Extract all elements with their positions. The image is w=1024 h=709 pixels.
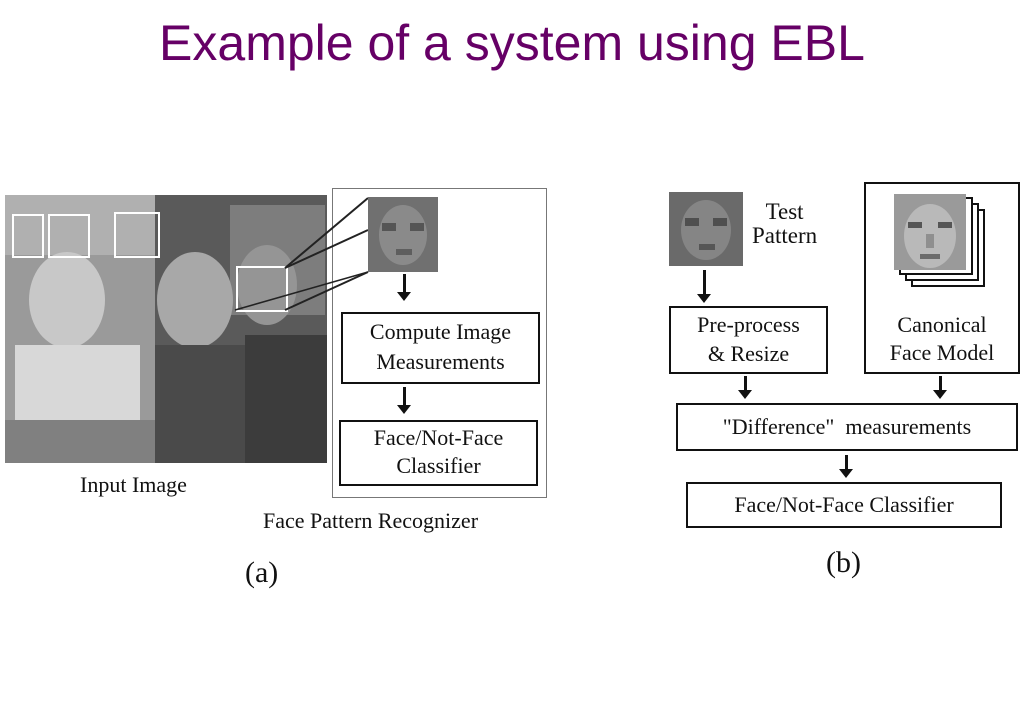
test-pattern-line2: Pattern [752, 223, 818, 248]
canonical-line1: Canonical [897, 312, 987, 337]
input-image-caption: Input Image [80, 472, 187, 497]
face-classifier-box-b: Face/Not-Face Classifier [686, 482, 1002, 528]
test-pattern-image [669, 192, 743, 266]
figure-a-label: (a) [245, 556, 279, 589]
test-pattern-line1: Test [765, 199, 804, 224]
face-classifier-a-line2: Classifier [396, 453, 481, 478]
test-pattern-label: Test Pattern [752, 200, 817, 248]
preprocess-box: Pre-process & Resize [669, 306, 828, 374]
compute-measurements-line1: Compute Image [369, 319, 512, 344]
compute-measurements-line2: Measurements [376, 349, 505, 374]
recognizer-caption: Face Pattern Recognizer [263, 508, 479, 533]
zoom-lines [234, 197, 369, 311]
compute-measurements-box: Compute Image Measurements [341, 312, 540, 384]
preprocess-line2: & Resize [707, 341, 790, 366]
face-classifier-b-label: Face/Not-Face Classifier [734, 492, 954, 517]
face-classifier-box-a: Face/Not-Face Classifier [339, 420, 538, 486]
difference-measurements-label: "Difference" measurements [722, 414, 972, 439]
recognizer-frame [332, 188, 547, 498]
slide-title: Example of a system using EBL [159, 15, 865, 71]
figure-b-label: (b) [826, 546, 861, 579]
canonical-face-stack-image [894, 194, 985, 287]
face-classifier-a-line1: Face/Not-Face [373, 425, 504, 450]
preprocess-line1: Pre-process [697, 312, 800, 337]
canonical-line2: Face Model [889, 340, 995, 365]
difference-measurements-box: "Difference" measurements [676, 403, 1018, 451]
input-image-photo [5, 195, 327, 463]
canonical-face-model-box: Canonical Face Model [864, 182, 1020, 374]
face-patch-image [368, 197, 438, 272]
